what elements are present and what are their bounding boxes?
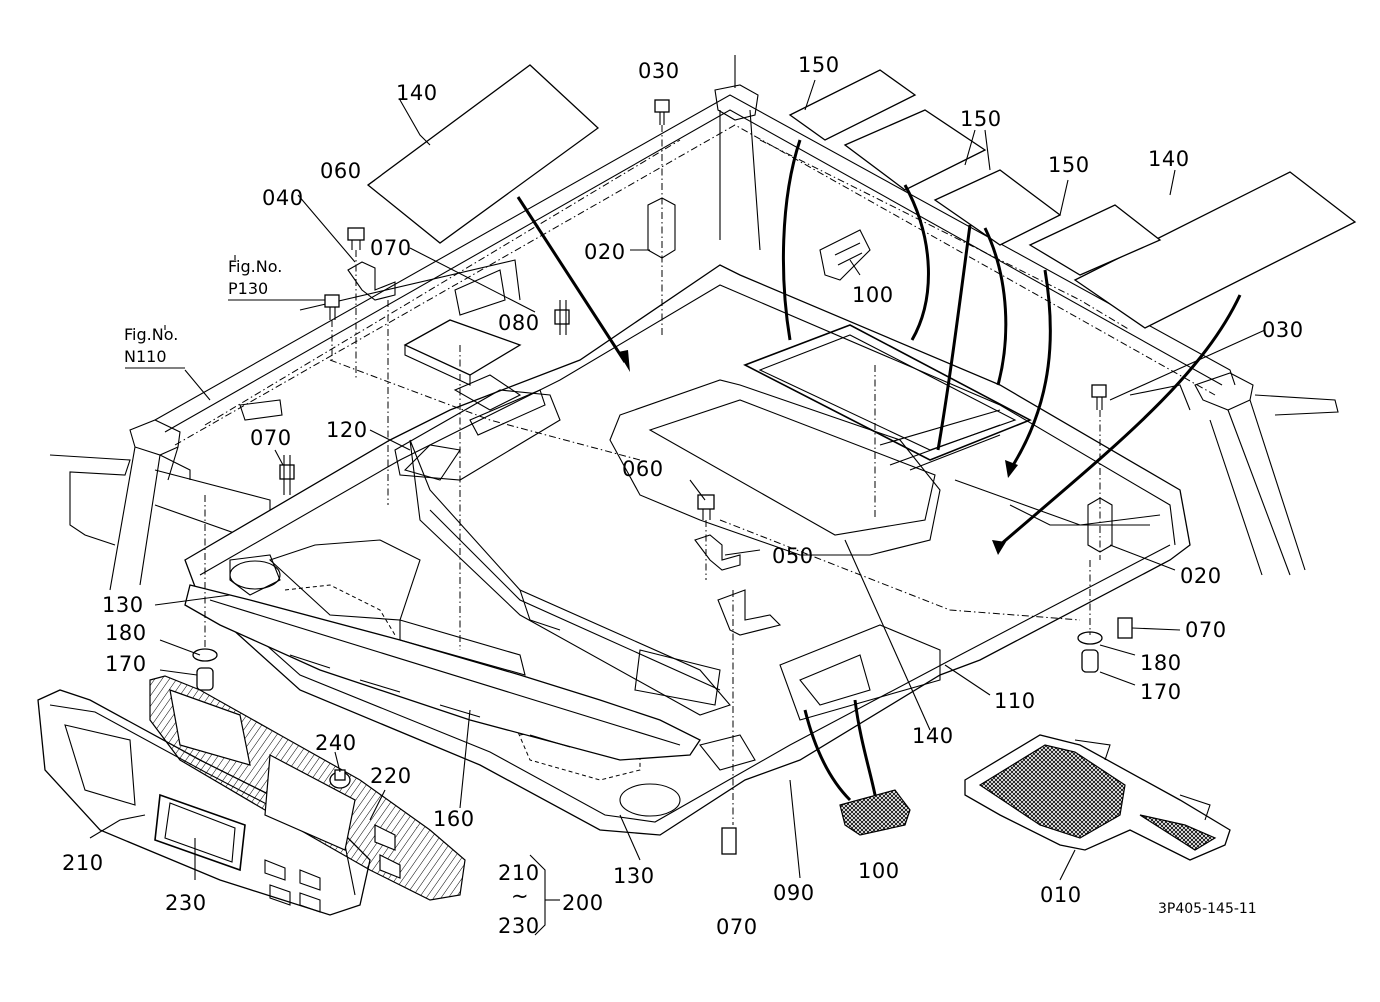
callout-170-left: 170 — [105, 652, 147, 676]
callout-030-top: 030 — [638, 59, 680, 83]
fasteners — [192, 99, 1133, 855]
leader-lines — [89, 79, 1266, 936]
callout-160: 160 — [433, 807, 475, 831]
callout-210: 210 — [62, 851, 104, 875]
callout-240: 240 — [315, 731, 357, 755]
callout-120: 120 — [326, 418, 368, 442]
fig-ref-p130-line1: Fig.No. — [228, 257, 282, 276]
callout-030-right: 030 — [1262, 318, 1304, 342]
callout-220: 220 — [370, 764, 412, 788]
callout-180-left: 180 — [105, 621, 147, 645]
callout-060-mid: 060 — [622, 457, 664, 481]
callout-140-mid: 140 — [912, 724, 954, 748]
callout-140-top-left: 140 — [396, 81, 438, 105]
front-trim-strip — [184, 439, 731, 761]
callout-090: 090 — [773, 881, 815, 905]
drawing-code: 3P405-145-11 — [1158, 901, 1257, 917]
insulation-sheets — [366, 64, 1357, 386]
fig-ref-n110-line1: Fig.No. — [124, 325, 178, 344]
callout-070-left: 070 — [250, 426, 292, 450]
callout-210-range: 210 — [498, 861, 540, 885]
callout-230-range: 230 — [498, 914, 540, 938]
callout-110: 110 — [994, 689, 1036, 713]
callout-070-top: 070 — [370, 236, 412, 260]
callout-150-b: 150 — [960, 107, 1002, 131]
callout-020-right: 020 — [1180, 564, 1222, 588]
callout-150-c: 150 — [1048, 153, 1090, 177]
callout-060-left: 060 — [320, 159, 362, 183]
callout-070-bottom: 070 — [716, 915, 758, 939]
callout-130-bottom: 130 — [613, 864, 655, 888]
callout-230: 230 — [165, 891, 207, 915]
callout-180-right: 180 — [1140, 651, 1182, 675]
callout-tilde: ~ — [511, 884, 529, 908]
callout-140-top-right: 140 — [1148, 147, 1190, 171]
callout-150-a: 150 — [798, 53, 840, 77]
callout-100-bottom: 100 — [858, 859, 900, 883]
callout-130-left: 130 — [102, 593, 144, 617]
fig-ref-p130-line2: P130 — [228, 279, 268, 298]
callout-200: 200 — [562, 891, 604, 915]
placement-arrows — [516, 139, 1242, 802]
callout-100-top: 100 — [852, 283, 894, 307]
callout-040: 040 — [262, 186, 304, 210]
center-lines — [204, 125, 1101, 825]
callout-020-top: 020 — [584, 240, 626, 264]
cab-frame — [49, 55, 1339, 591]
figure-references: Fig.No. P130 Fig.No. N110 — [124, 257, 282, 366]
bezel-220 — [149, 675, 466, 901]
filter-panel-010 — [964, 734, 1231, 861]
callout-010: 010 — [1040, 883, 1082, 907]
fig-ref-n110-line2: N110 — [124, 347, 167, 366]
callout-labels: 030 150 150 150 140 140 060 040 070 020 … — [62, 53, 1304, 939]
callout-080: 080 — [498, 311, 540, 335]
callout-070-right: 070 — [1185, 618, 1227, 642]
callout-170-right: 170 — [1140, 680, 1182, 704]
callout-050: 050 — [772, 544, 814, 568]
